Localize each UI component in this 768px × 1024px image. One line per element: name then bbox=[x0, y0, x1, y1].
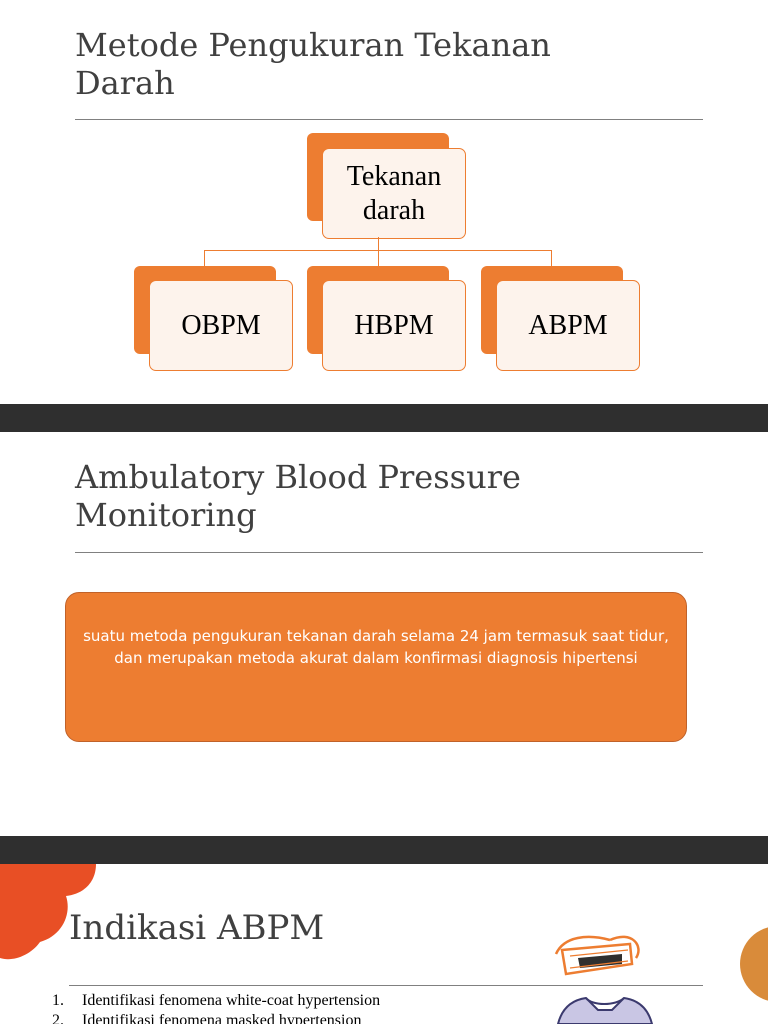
slide-title: Ambulatory Blood Pressure Monitoring bbox=[75, 458, 521, 535]
child-node-obpm: OBPM bbox=[149, 280, 293, 371]
child-node-abpm: ABPM bbox=[496, 280, 640, 371]
slide-title: Indikasi ABPM bbox=[69, 908, 325, 948]
root-node-label: Tekanan darah bbox=[346, 160, 442, 226]
title-divider bbox=[69, 985, 703, 986]
connector-stem bbox=[378, 237, 379, 251]
list-item-text: Identifikasi fenomena masked hypertensio… bbox=[82, 1012, 362, 1024]
slide-separator bbox=[0, 836, 768, 864]
slide-abpm-definition: Ambulatory Blood Pressure Monitoring sua… bbox=[0, 432, 768, 836]
list-item: 1. Identifikasi fenomena white-coat hyper… bbox=[0, 992, 380, 1012]
list-item-number: 2. bbox=[52, 1012, 64, 1024]
decorative-blob bbox=[0, 864, 96, 960]
definition-callout: suatu metoda pengukuran tekanan darah se… bbox=[65, 592, 687, 742]
title-divider bbox=[75, 552, 703, 553]
indikasi-list: 1. Identifikasi fenomena white-coat hyper… bbox=[0, 992, 380, 1024]
decorative-circle bbox=[740, 927, 768, 1001]
connector-middle bbox=[378, 250, 379, 266]
connector-left bbox=[204, 250, 205, 266]
title-divider bbox=[75, 119, 703, 120]
child-node-hbpm: HBPM bbox=[322, 280, 466, 371]
child-node-label: ABPM bbox=[528, 309, 608, 341]
list-item: 2. Identifikasi fenomena masked hypertens… bbox=[0, 1012, 380, 1024]
slide-indikasi: Indikasi ABPM 1. Identifikasi fenomena wh… bbox=[0, 864, 768, 1024]
connector-right bbox=[551, 250, 552, 266]
slide-title: Metode Pengukuran Tekanan Darah bbox=[75, 26, 551, 103]
definition-text: suatu metoda pengukuran tekanan darah se… bbox=[83, 627, 669, 667]
face-mask-icon bbox=[554, 935, 640, 976]
slide-metode: Metode Pengukuran Tekanan Darah Tekanan … bbox=[0, 0, 768, 404]
slide-separator bbox=[0, 404, 768, 432]
person-illustration bbox=[556, 996, 654, 1024]
root-node: Tekanan darah bbox=[322, 148, 466, 239]
child-node-label: OBPM bbox=[181, 309, 261, 341]
list-item-number: 1. bbox=[52, 992, 64, 1009]
child-node-label: HBPM bbox=[354, 309, 434, 341]
list-item-text: Identifikasi fenomena white-coat hyperte… bbox=[82, 992, 381, 1009]
